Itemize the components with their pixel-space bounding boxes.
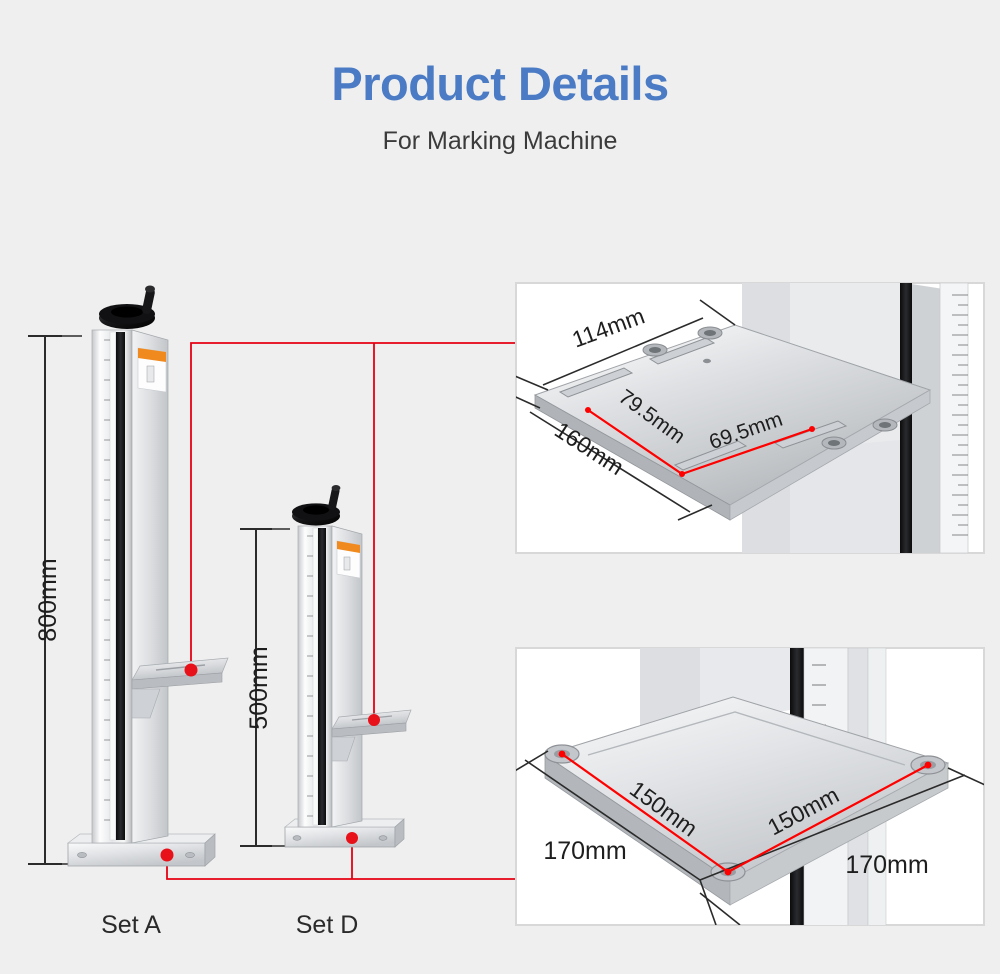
set-a-machine: 800mm: [28, 285, 229, 939]
set-d-handwheel: [292, 485, 341, 526]
dim-170mm-left: 170mm: [543, 837, 626, 865]
set-a-column: [91, 329, 169, 844]
set-d-label: Set D: [296, 911, 359, 939]
set-a-label: Set A: [101, 911, 161, 939]
dim-170mm-right: 170mm: [845, 851, 928, 879]
set-a-dimension: 800mm: [28, 335, 82, 865]
page-header: Product Details For Marking Machine: [0, 0, 1000, 154]
set-d-base-marker: [346, 832, 358, 844]
set-d-height-label: 500mm: [245, 646, 273, 729]
set-a-work-table-marker: [184, 663, 198, 677]
set-a-warning-label: [137, 347, 167, 393]
set-a-base-marker: [160, 848, 174, 862]
set-a-handwheel: [99, 285, 155, 329]
set-d-warning-label: [336, 540, 361, 579]
base-plate-panel: 150mm 150mm 170mm 170mm: [515, 647, 985, 926]
page-title: Product Details: [331, 57, 669, 110]
set-a-work-table: [131, 657, 229, 719]
set-a-height-label: 800mm: [34, 558, 62, 641]
set-d-machine: 500mm: [240, 485, 412, 939]
set-d-work-table-marker: [368, 714, 380, 726]
set-d-dimension: 500mm: [240, 528, 290, 847]
work-table-plate-panel: 114mm 160mm 79.5mm 69.5mm: [515, 282, 985, 554]
set-d-column: [297, 525, 363, 828]
page-subtitle: For Marking Machine: [382, 127, 618, 155]
